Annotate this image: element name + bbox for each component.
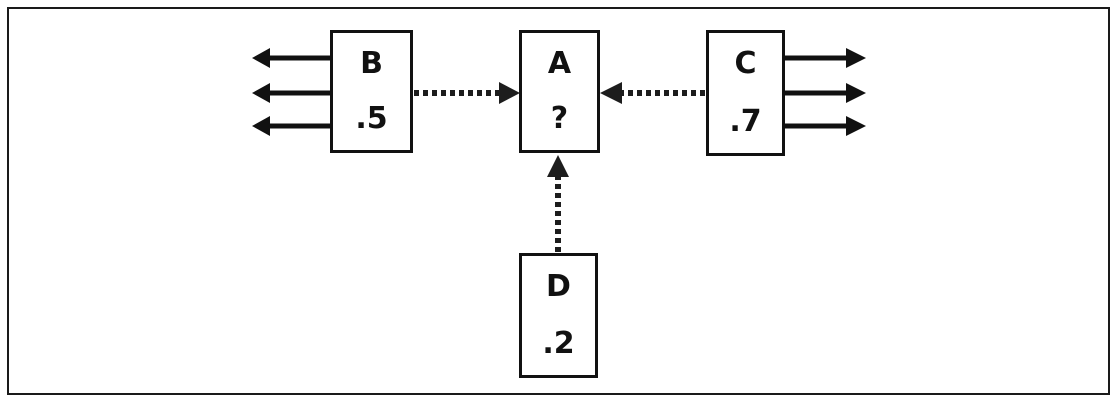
node-a-label: A [547, 46, 572, 81]
node-a-value: ? [550, 101, 569, 136]
c-indicator-arrows [785, 48, 866, 136]
node-a[interactable]: A ? [519, 30, 600, 153]
node-d-value: .2 [542, 326, 575, 361]
node-c-value: .7 [729, 104, 762, 139]
node-d-label: D [546, 269, 571, 304]
c-indicator-arrow-1 [785, 48, 866, 68]
node-d[interactable]: D .2 [519, 253, 598, 378]
node-b-label: B [360, 46, 383, 81]
c-indicator-arrow-3 [785, 116, 866, 136]
b-indicator-arrow-2 [252, 83, 330, 103]
node-b-value: .5 [355, 101, 388, 136]
node-c-label: C [734, 46, 757, 81]
b-indicator-arrow-1 [252, 48, 330, 68]
arrow-d-to-a [547, 155, 569, 252]
c-indicator-arrow-2 [785, 83, 866, 103]
arrow-c-to-a [600, 82, 705, 104]
node-b[interactable]: B .5 [330, 30, 413, 153]
b-indicator-arrow-3 [252, 116, 330, 136]
b-indicator-arrows [252, 48, 330, 136]
node-c[interactable]: C .7 [706, 30, 785, 156]
arrow-b-to-a [414, 82, 520, 104]
